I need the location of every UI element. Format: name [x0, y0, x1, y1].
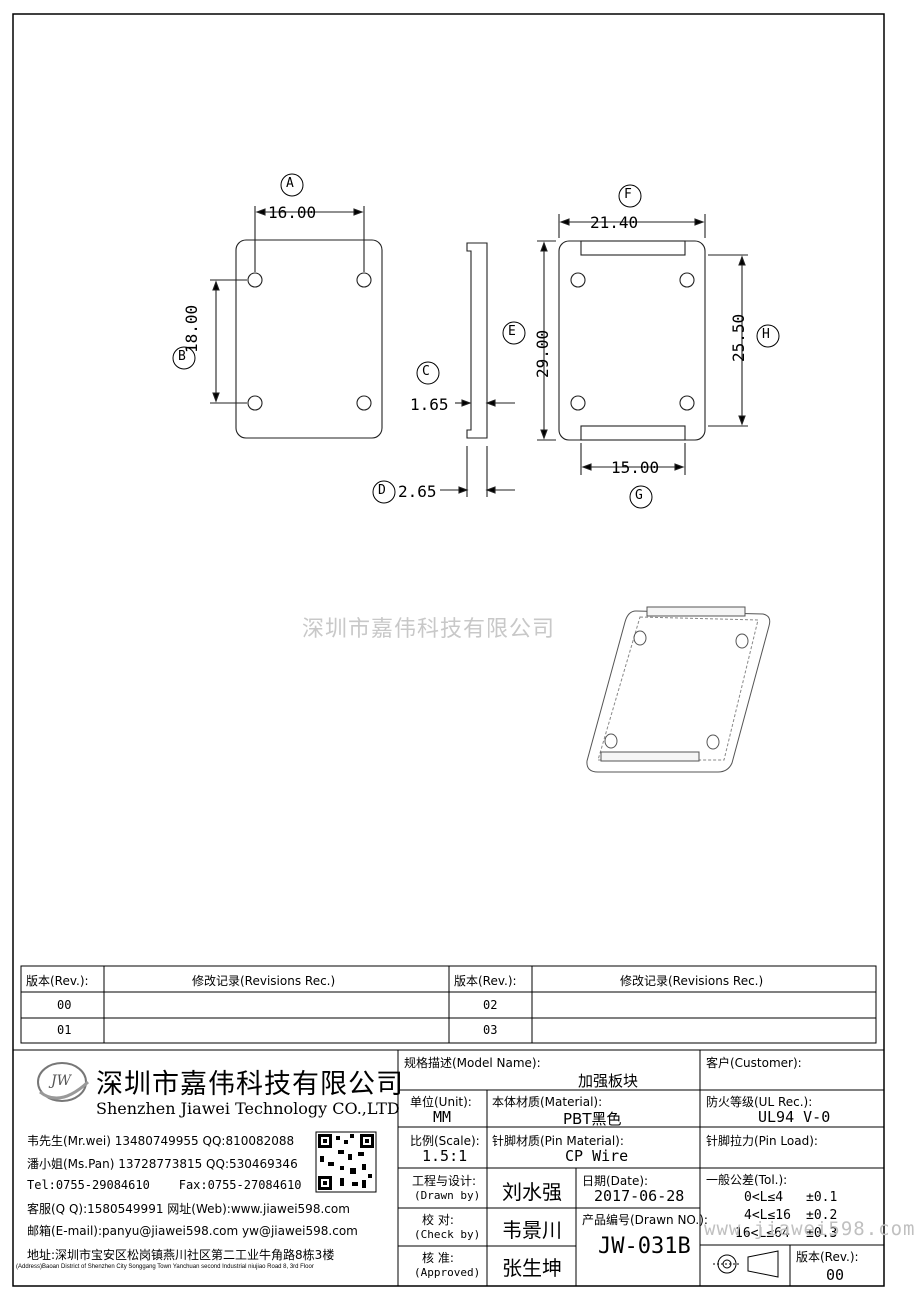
- address-cn: 地址:深圳市宝安区松岗镇燕川社区第二工业牛角路8栋3楼: [27, 1248, 335, 1262]
- check-label-en: (Check by): [414, 1228, 481, 1241]
- rev-value: 00: [826, 1266, 845, 1284]
- rev-header-1: 版本(Rev.):: [26, 974, 89, 988]
- approved-value: 张生坤: [502, 1256, 562, 1280]
- rev-header-2: 版本(Rev.):: [454, 974, 517, 988]
- drawn-value: 刘水强: [502, 1180, 562, 1204]
- rec-header-1: 修改记录(Revisions Rec.): [192, 974, 336, 988]
- outer-frame: [12, 13, 885, 1287]
- front-outline: [235, 239, 383, 439]
- watermark-text: 深圳市嘉伟科技有限公司: [302, 617, 556, 642]
- web-watermark: www.jiawei598.com: [704, 1218, 915, 1240]
- company-name-cn: 深圳市嘉伟科技有限公司: [96, 1069, 404, 1100]
- contact-line: Tel:0755-29084610 Fax:0755-27084610: [27, 1178, 302, 1192]
- pin-load-label: 针脚拉力(Pin Load):: [706, 1134, 818, 1148]
- hole-tl: [247, 272, 263, 288]
- tol-range: 0<L≤4: [744, 1190, 784, 1205]
- dim-c-value: 1.65: [410, 395, 449, 414]
- model-label: 规格描述(Model Name):: [404, 1056, 541, 1070]
- logo-text: JW: [51, 1073, 72, 1089]
- unit-label: 单位(Unit):: [410, 1095, 472, 1109]
- hole-bl: [247, 395, 263, 411]
- contact-line: 潘小姐(Ms.Pan) 13728773815 QQ:530469346: [27, 1157, 298, 1171]
- tol-value: ±0.2: [806, 1208, 838, 1223]
- title-block-grid: [13, 1049, 884, 1286]
- rev-label: 版本(Rev.):: [796, 1250, 859, 1264]
- projection-symbol-icon: [713, 1250, 779, 1278]
- tol-value: ±0.3: [806, 1226, 838, 1241]
- model-value: 加强板块: [578, 1072, 639, 1090]
- approved-label-en: (Approved): [414, 1266, 481, 1279]
- hole-tr: [356, 272, 372, 288]
- material-label: 本体材质(Material):: [492, 1095, 603, 1109]
- tol-value: ±0.1: [806, 1190, 838, 1205]
- dim-h-value: 25.50: [729, 313, 748, 362]
- pin-material-value: CP Wire: [565, 1147, 629, 1165]
- scale-value: 1.5:1: [422, 1147, 468, 1165]
- dim-g-label: G: [635, 488, 643, 503]
- contact-line: 邮箱(E-mail):panyu@jiawei598.com yw@jiawei…: [27, 1224, 358, 1238]
- rev-cell: 01: [57, 1023, 72, 1037]
- top-view: [537, 214, 748, 475]
- dim-d-label: D: [378, 483, 386, 498]
- material-value: PBT黑色: [563, 1110, 622, 1128]
- drawn-label-en: (Drawn by): [414, 1189, 481, 1202]
- company-logo: [37, 1062, 90, 1102]
- hole-br: [356, 395, 372, 411]
- dim-a-value: 16.00: [268, 203, 317, 222]
- unit-value: MM: [433, 1108, 452, 1126]
- drawing-no-label: 产品编号(Drawn NO.):: [582, 1213, 708, 1227]
- drawn-label: 工程与设计:: [412, 1174, 477, 1188]
- revisions-grid: [20, 965, 877, 1044]
- tol-range: 16<L≤64: [735, 1226, 790, 1241]
- approved-label: 核 准:: [422, 1251, 454, 1265]
- rev-cell: 02: [483, 998, 498, 1012]
- dim-f-value: 21.40: [590, 213, 639, 232]
- ul-label: 防火等级(UL Rec.):: [706, 1095, 813, 1109]
- rev-cell: 00: [57, 998, 72, 1012]
- company-name-en: Shenzhen Jiawei Technology CO.,LTD: [96, 1099, 400, 1118]
- side-view: [440, 242, 515, 497]
- dim-b-value: 18.00: [182, 304, 201, 353]
- ul-value: UL94 V-0: [758, 1108, 831, 1126]
- address-en: (Address)Baoan District of Shenzhen City…: [16, 1264, 314, 1270]
- dim-e-value: 29.00: [533, 329, 552, 378]
- tol-range: 4<L≤16: [744, 1208, 791, 1223]
- dim-c-label: C: [422, 364, 430, 379]
- contact-line: 韦先生(Mr.wei) 13480749955 QQ:810082088: [27, 1134, 295, 1148]
- front-view: [210, 206, 383, 439]
- check-value: 韦景川: [502, 1218, 562, 1242]
- dim-e-label: E: [508, 324, 516, 339]
- drawing-no-value: JW-031B: [598, 1234, 691, 1259]
- dim-g-value: 15.00: [611, 458, 660, 477]
- iso-view: [586, 606, 771, 773]
- date-value: 2017-06-28: [594, 1187, 685, 1205]
- qr-code: [315, 1131, 377, 1193]
- dim-f-label: F: [624, 187, 632, 202]
- scale-label: 比例(Scale):: [410, 1134, 480, 1148]
- dim-a-label: A: [286, 176, 294, 191]
- dim-h-label: H: [762, 327, 770, 342]
- customer-label: 客户(Customer):: [706, 1056, 802, 1070]
- rec-header-2: 修改记录(Revisions Rec.): [620, 974, 764, 988]
- date-label: 日期(Date):: [582, 1174, 649, 1188]
- dim-d-value: 2.65: [398, 482, 437, 501]
- pin-material-label: 针脚材质(Pin Material):: [492, 1134, 624, 1148]
- dim-b-label: B: [178, 349, 186, 364]
- contact-line: 客服(Q Q):1580549991 网址(Web):www.jiawei598…: [27, 1202, 350, 1216]
- rev-cell: 03: [483, 1023, 498, 1037]
- tol-label: 一般公差(Tol.):: [706, 1173, 788, 1187]
- check-label: 校 对:: [422, 1213, 454, 1227]
